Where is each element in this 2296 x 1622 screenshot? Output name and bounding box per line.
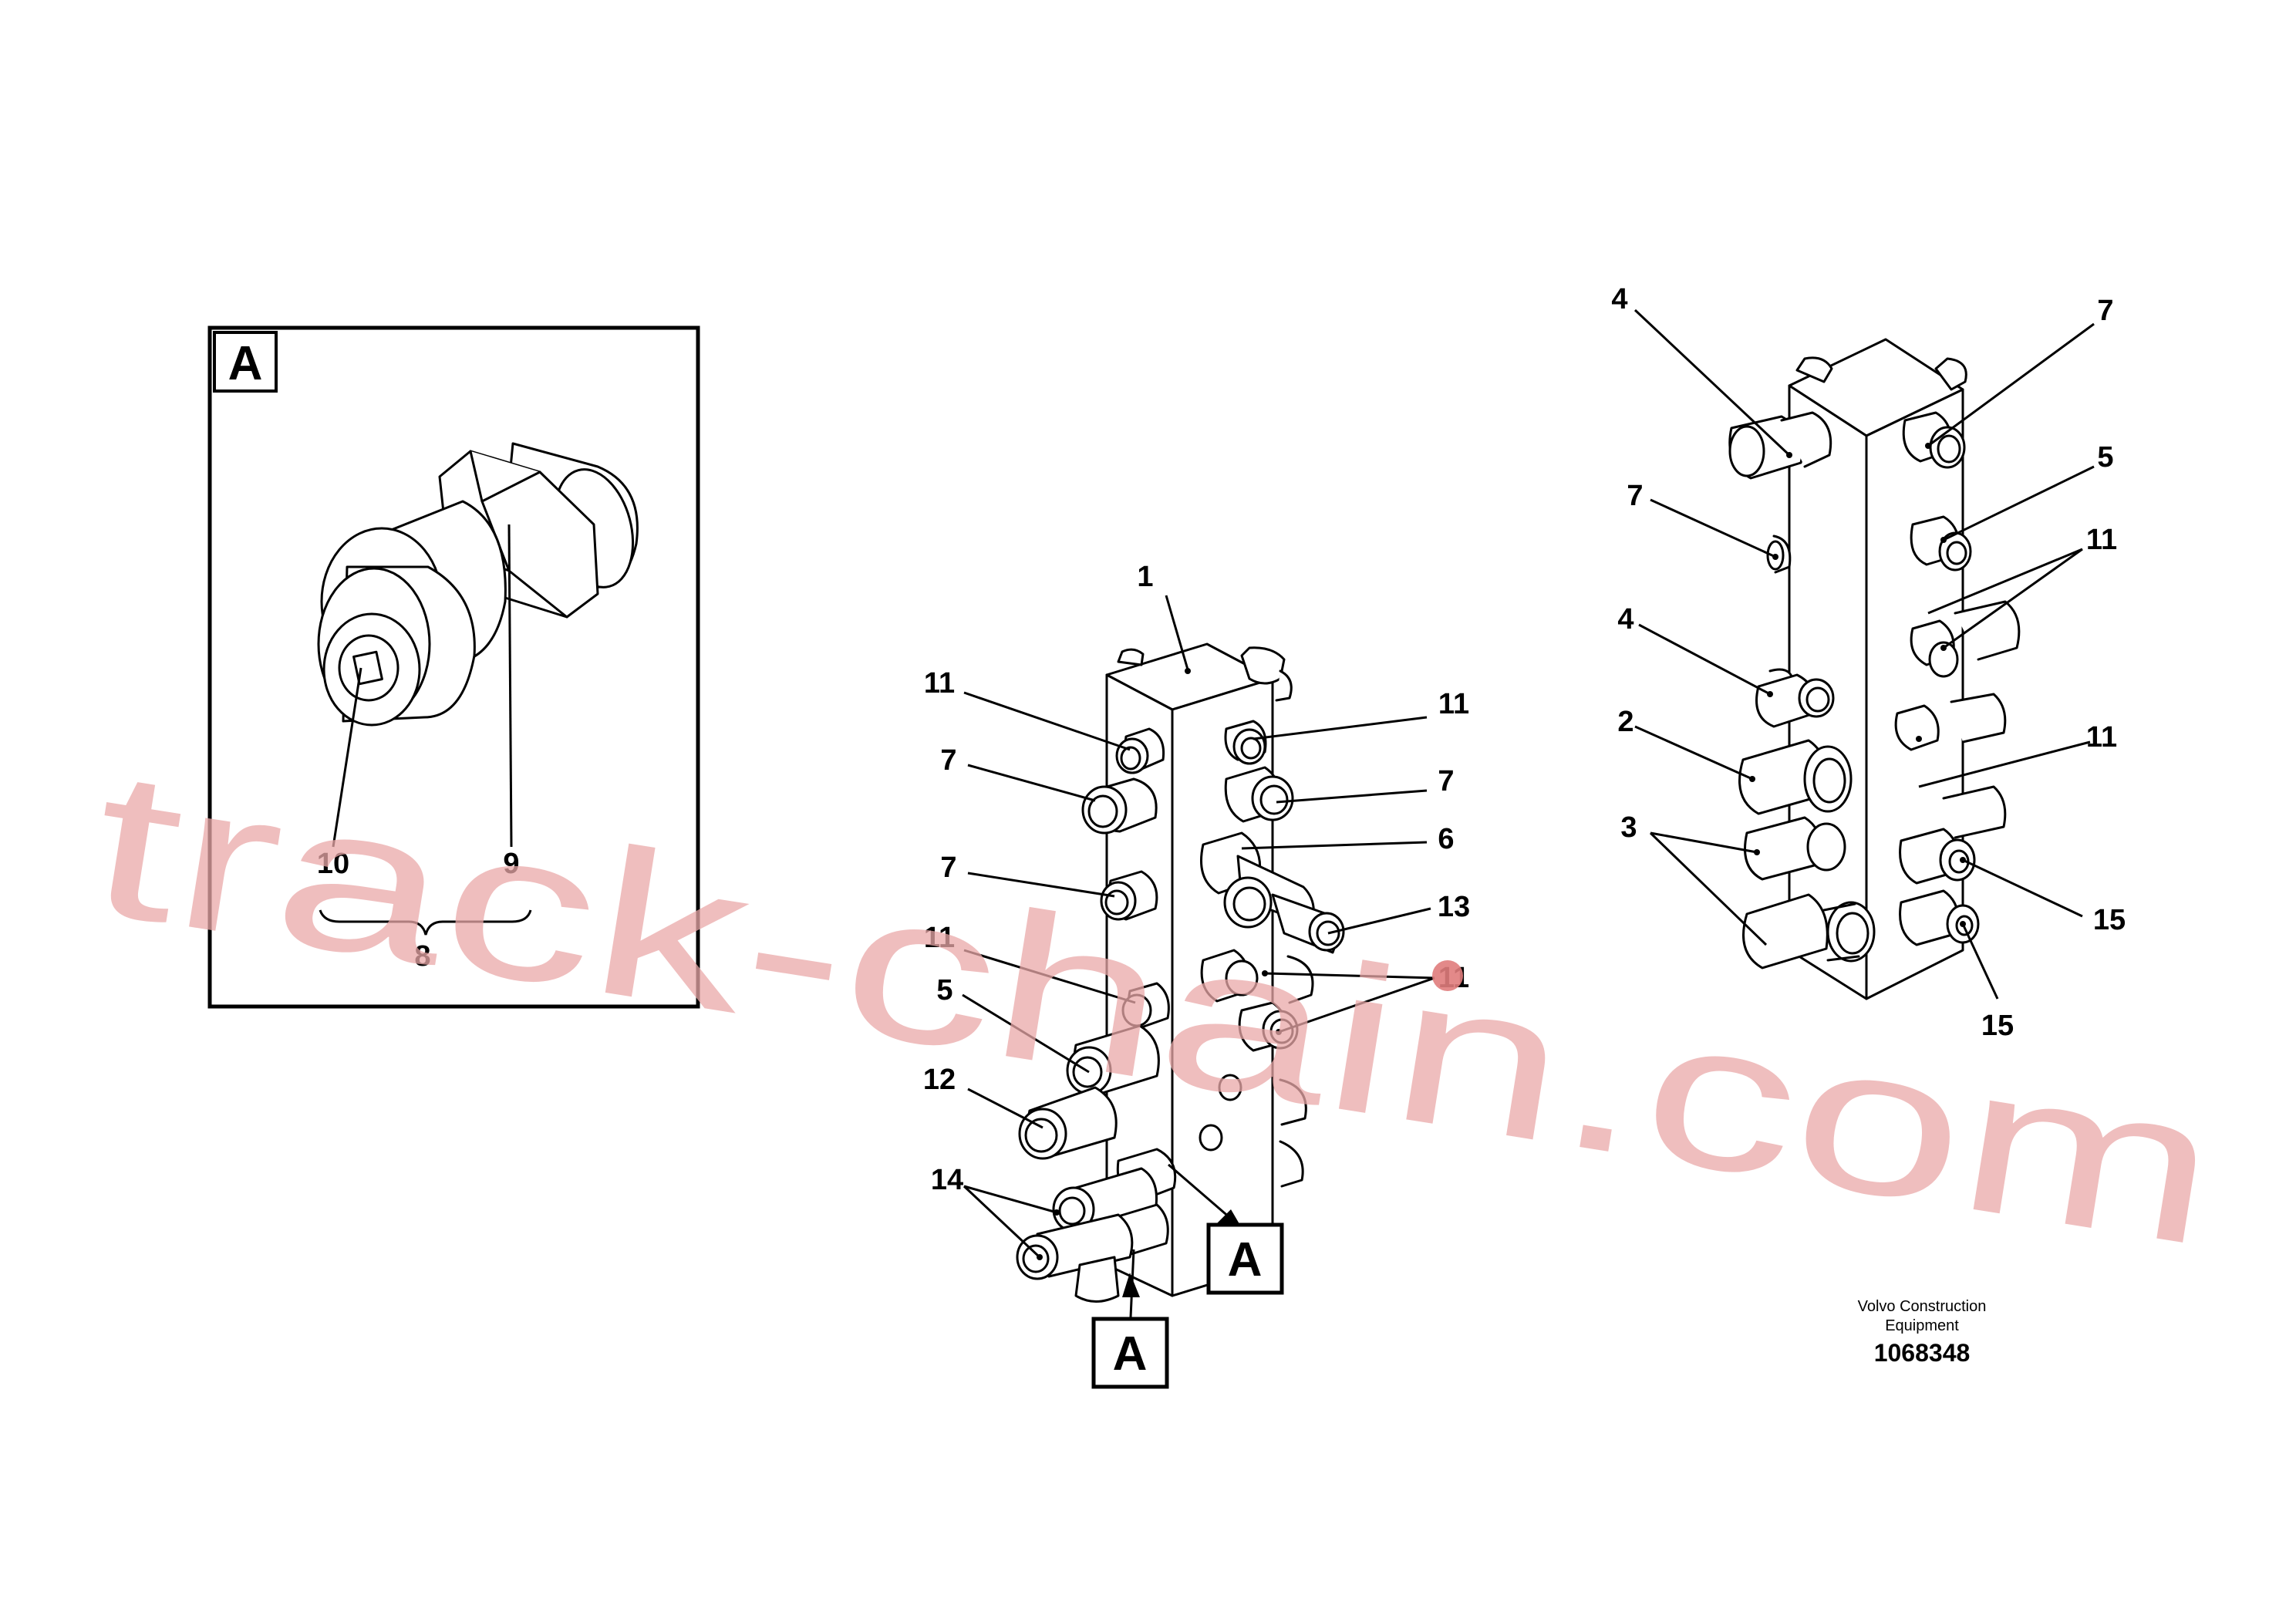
detail-a-panel: A 10 9 8	[207, 325, 700, 1009]
callout-9: 9	[503, 848, 519, 880]
callout-7-right: 7	[1438, 765, 1454, 798]
callout-4-top: 4	[1611, 283, 1627, 315]
right-manifold: 4 7 7 5 11 4 2 11 3 15 15	[1611, 283, 2126, 1042]
callout-7-left-a: 7	[940, 744, 956, 777]
callout-13: 13	[1438, 891, 1470, 923]
callout-5: 5	[2097, 441, 2113, 474]
fitting-drawing	[317, 442, 639, 727]
callout-11-right-top: 11	[1438, 688, 1469, 720]
detail-a-label: A	[228, 337, 263, 390]
callout-1: 1	[1137, 561, 1153, 593]
callout-10: 10	[317, 848, 349, 880]
callout-3: 3	[1620, 811, 1637, 844]
callout-11-left-top: 11	[924, 667, 955, 700]
drawing-number: 1068348	[1874, 1339, 1971, 1367]
company-name-line2: Equipment	[1885, 1317, 1959, 1334]
callout-5-left: 5	[936, 974, 952, 1007]
callout-6: 6	[1438, 823, 1454, 855]
callout-4-mid: 4	[1617, 603, 1633, 636]
callout-14: 14	[931, 1164, 963, 1196]
callout-11-left-mid: 11	[924, 922, 955, 954]
ref-a-label-1: A	[1228, 1233, 1263, 1286]
callout-2: 2	[1617, 706, 1633, 738]
callout-15-bottom: 15	[1981, 1010, 2014, 1042]
callout-15-right: 15	[2093, 904, 2126, 936]
ref-a-label-2: A	[1113, 1327, 1148, 1381]
watermark-dot	[1432, 960, 1463, 991]
company-name-line1: Volvo Construction	[1858, 1298, 1987, 1315]
leader-10	[332, 667, 362, 848]
right-left-fittings	[1728, 411, 1876, 969]
callout-8: 8	[414, 940, 430, 973]
callout-7-top-right: 7	[2097, 295, 2113, 327]
callout-12: 12	[923, 1064, 956, 1096]
center-right-fittings	[1199, 720, 1345, 1188]
leader-9	[507, 524, 513, 848]
callout-11-lower: 11	[2086, 721, 2117, 754]
bracket-8	[319, 909, 532, 936]
callout-7-left: 7	[1627, 480, 1643, 512]
callout-7-left-b: 7	[940, 851, 956, 884]
doc-footer: Volvo Construction Equipment 1068348	[1858, 1298, 1987, 1367]
callout-11-upper: 11	[2086, 524, 2117, 556]
